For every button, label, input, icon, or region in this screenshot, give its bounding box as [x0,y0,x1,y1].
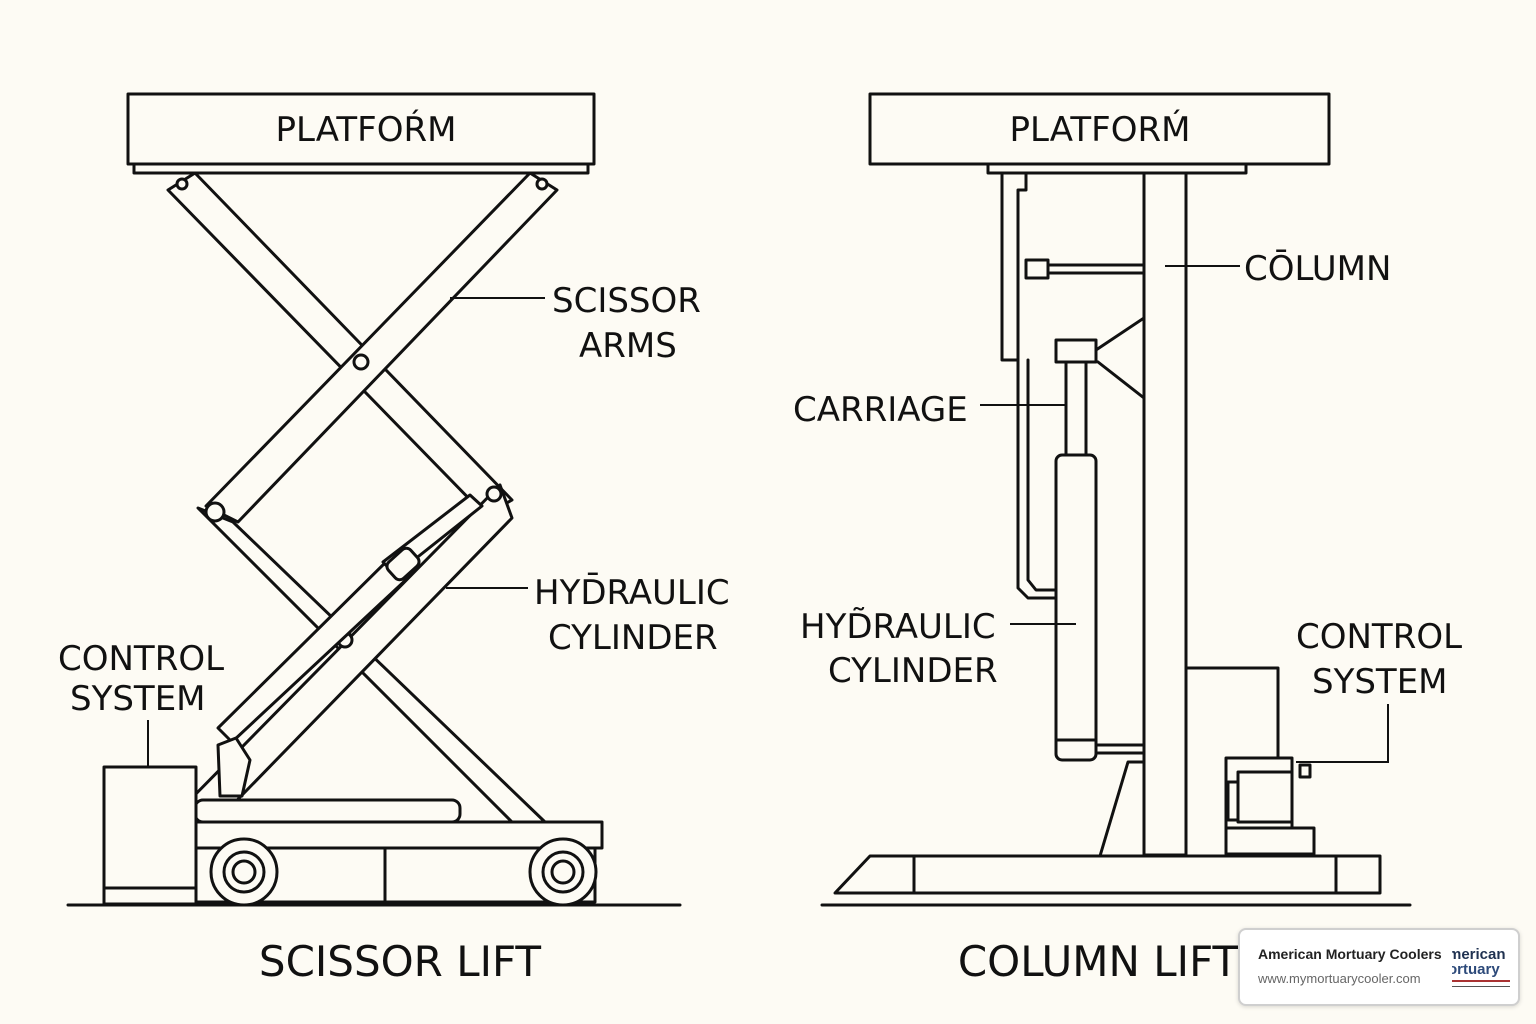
column-platform [868,92,1331,166]
column-hydraulic-label-line2: CYLINDER [828,651,998,691]
scissor-pin [175,177,189,191]
column-lift-caption: COLUMN LIFT [958,937,1239,986]
scissor-pin [204,501,226,523]
scissor-wheel-right [528,837,598,907]
scissor-platform-label: PLATFOŔM [276,109,457,150]
column-control-unit-handle [1226,780,1240,822]
column-lift-drawing: PLATFORḾ CŌLUMN CARRIAGE HYD̃RAULIC CYLI… [793,92,1462,986]
column-mast [1142,171,1188,857]
column-control-label-line1: CONTROL [1296,617,1462,657]
scissor-wheel-right-hub [541,850,585,894]
scissor-arms-label-line2: ARMS [579,326,677,366]
scissor-wheel-left-hub [222,850,266,894]
column-control-wire [1184,666,1280,760]
column-control-label-line2: SYSTEM [1312,662,1448,702]
column-carriage-plate [1000,171,1028,362]
logo-text-line1: merican [1452,946,1506,963]
badge-company-name: American Mortuary Coolers [1258,946,1442,962]
scissor-control-box [102,765,198,906]
scissor-hydraulic-label-line1: HYD̄RAULIC [534,572,730,613]
column-carriage-bracket [1024,258,1050,280]
scissor-pin [535,177,549,191]
scissor-wheel-left [209,837,279,907]
column-column-label: CŌLUMN [1244,249,1391,289]
scissor-cylinder-collar [385,546,421,582]
scissor-wheel-left-axle [231,859,257,885]
column-hydraulic-hose-inner [1026,358,1057,592]
column-cylinder-body [1054,453,1098,762]
column-brace [1094,316,1146,400]
scissor-pin [485,485,503,503]
scissor-control-label-line2: SYSTEM [70,679,206,719]
column-piston-rod [1064,360,1088,459]
attribution-badge[interactable]: American Mortuary Coolers www.mymortuary… [1238,928,1520,1006]
column-hydraulic-hose [1016,358,1057,600]
column-base-gusset [1098,760,1146,858]
scissor-platform-rail [132,162,590,175]
column-control-unit-panel [1236,770,1294,824]
scissor-base-hose-guard [193,798,462,824]
scissor-arms-label-line1: SCISSOR [552,281,701,321]
badge-url[interactable]: www.mymortuarycooler.com [1258,971,1421,986]
scissor-hydraulic-cylinder [216,493,484,798]
scissor-upper-arm-a [166,171,514,517]
column-platform-label: PLATFORḾ [1010,109,1191,150]
column-platform-rail [986,162,1248,175]
column-carriage-block [1054,338,1098,364]
scissor-center-pin [352,353,370,371]
column-control-unit-base [1224,826,1316,856]
scissor-lift-drawing: PLATFOŔM SCISSOR ARMS HYD̄RAULIC CYLINDE… [58,92,730,986]
logo-underline [1452,986,1510,987]
column-hydraulic-label-line1: HYD̃RAULIC [800,607,996,647]
scissor-hydraulic-label-line2: CYLINDER [548,618,718,658]
column-control-leader [1296,704,1389,763]
scissor-upper-arm-b [204,171,559,524]
column-control-unit-knob [1298,763,1312,779]
column-base [833,854,1382,895]
scissor-control-label-line1: CONTROL [58,639,224,679]
logo-text-line2: ortuary [1452,961,1500,978]
scissor-cylinder-hose [216,736,252,798]
scissor-wheel-right-axle [550,859,576,885]
company-logo-icon: merican ortuary [1452,942,1510,996]
scissor-lift-caption: SCISSOR LIFT [259,937,541,986]
column-carriage-label: CARRIAGE [793,390,968,430]
logo-swoosh [1452,980,1510,982]
